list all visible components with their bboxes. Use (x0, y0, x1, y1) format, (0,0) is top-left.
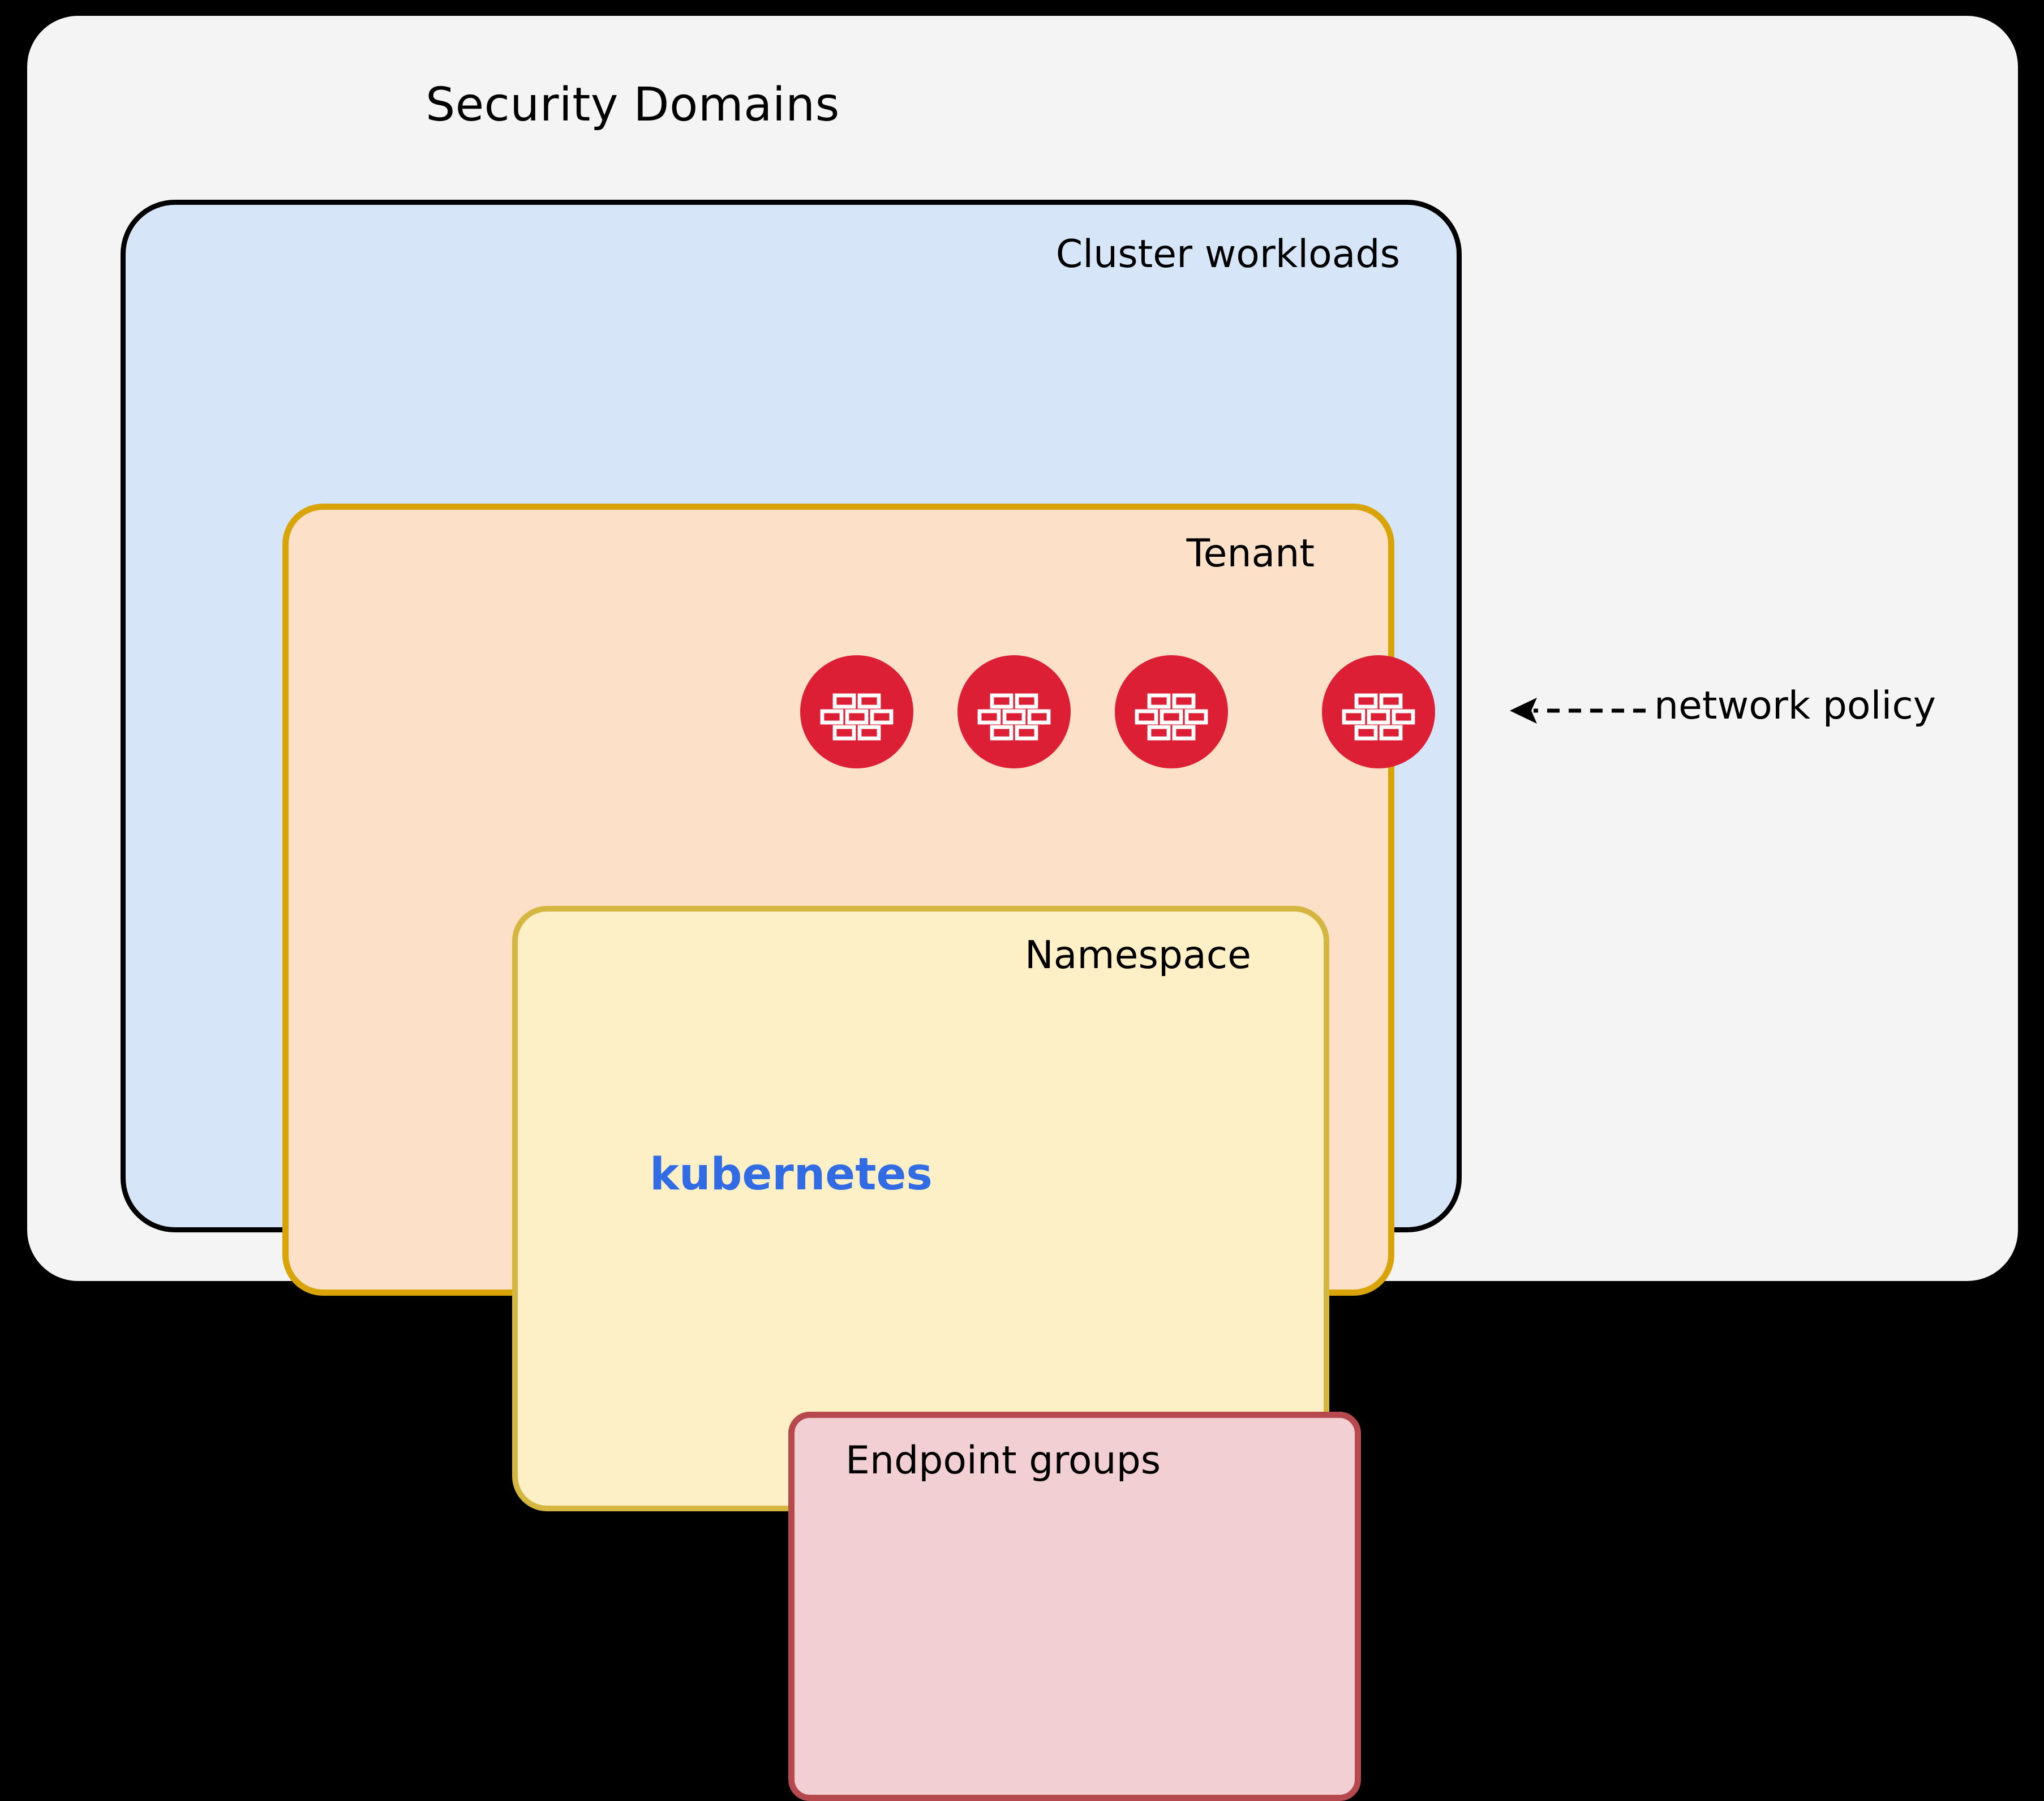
layer-endpoint-groups[interactable]: Endpoint groups (788, 1412, 1361, 1801)
firewall-brick-icon[interactable] (1322, 655, 1435, 768)
layer-label-cluster-workloads: Cluster workloads (1055, 232, 1400, 277)
page-title: Security Domains (426, 78, 840, 132)
firewall-brick-icon[interactable] (800, 655, 913, 768)
layer-label-tenant: Tenant (1186, 531, 1315, 576)
network-policy-label: network policy (1654, 684, 1936, 728)
firewall-brick-icon[interactable] (1115, 655, 1228, 768)
kubernetes-brand-label: kubernetes (650, 1149, 933, 1200)
diagram-canvas: Security Domains Cluster workloads Tenan… (27, 16, 2018, 1801)
firewall-brick-icon[interactable] (957, 655, 1071, 768)
layer-cluster-workloads[interactable]: Cluster workloads Tenant Namespace Endpo… (121, 200, 1462, 1801)
security-domains-panel: Security Domains Cluster workloads Tenan… (27, 16, 2018, 1801)
layer-label-namespace: Namespace (1024, 933, 1251, 978)
network-policy-arrow-icon (1504, 682, 1651, 739)
layer-namespace[interactable]: Namespace Endpoint groups (512, 906, 1361, 1801)
layer-label-endpoint-groups: Endpoint groups (845, 1438, 1161, 1483)
